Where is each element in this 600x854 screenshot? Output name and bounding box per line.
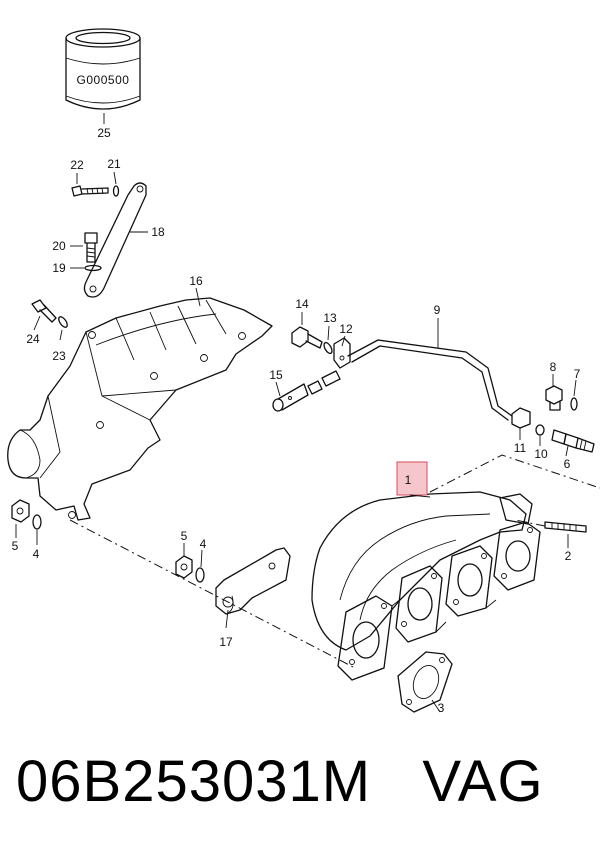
callout-14: 14 bbox=[295, 297, 309, 311]
callout-22: 22 bbox=[70, 158, 84, 172]
gasket-3 bbox=[397, 651, 453, 713]
callout-6: 6 bbox=[564, 457, 571, 471]
callout-10: 10 bbox=[534, 447, 548, 461]
heat-shield-16 bbox=[7, 297, 273, 521]
washer-23 bbox=[58, 316, 68, 328]
bracket-18 bbox=[83, 182, 147, 298]
callout-5-mid: 5 bbox=[181, 529, 188, 543]
washer-21 bbox=[112, 185, 120, 197]
fitting-14 bbox=[291, 326, 323, 349]
callout-15: 15 bbox=[269, 368, 283, 382]
nut-5-mid bbox=[175, 555, 193, 579]
washer-7 bbox=[570, 397, 578, 411]
callout-17: 17 bbox=[219, 635, 233, 649]
bracket-17 bbox=[215, 547, 291, 615]
callout-8: 8 bbox=[550, 360, 557, 374]
callout-1: 1 bbox=[405, 473, 412, 487]
bolt-22 bbox=[71, 185, 109, 197]
flange-12 bbox=[333, 337, 351, 369]
ring-10 bbox=[535, 424, 545, 436]
callout-19: 19 bbox=[52, 261, 66, 275]
brand-label: VAG bbox=[422, 749, 544, 814]
filter-canister: G000500 bbox=[65, 28, 141, 110]
callout-4-left: 4 bbox=[33, 547, 40, 561]
sensor-6 bbox=[551, 429, 595, 453]
bolt-24 bbox=[31, 299, 57, 323]
filter-code-label: G000500 bbox=[77, 73, 130, 87]
washer-4-left bbox=[32, 514, 42, 530]
callout-11: 11 bbox=[514, 441, 527, 455]
callout-13: 13 bbox=[323, 311, 337, 325]
assembly-lines bbox=[69, 454, 600, 669]
callout-23: 23 bbox=[52, 349, 66, 363]
exhaust-manifold-1 bbox=[311, 491, 541, 681]
callout-18: 18 bbox=[151, 225, 165, 239]
callout-3: 3 bbox=[438, 701, 445, 715]
stud-2 bbox=[544, 521, 587, 533]
callout-9: 9 bbox=[434, 303, 441, 317]
callout-5-left: 5 bbox=[12, 539, 19, 553]
callout-1-highlight bbox=[396, 461, 428, 496]
callout-2: 2 bbox=[565, 549, 572, 563]
callout-20: 20 bbox=[52, 239, 66, 253]
bolt-20 bbox=[84, 232, 98, 263]
callout-21: 21 bbox=[107, 157, 121, 171]
part-number: 06B253031M bbox=[16, 749, 372, 814]
ring-13 bbox=[323, 341, 333, 355]
pipe-9 bbox=[347, 339, 513, 421]
washer-4-mid bbox=[195, 567, 205, 583]
nut-5-left bbox=[11, 499, 30, 523]
union-nut-11 bbox=[511, 407, 531, 429]
callout-16: 16 bbox=[189, 274, 203, 288]
callout-24: 24 bbox=[26, 332, 40, 346]
plug-8 bbox=[545, 385, 563, 411]
callout-12: 12 bbox=[339, 322, 353, 336]
sensor-15 bbox=[272, 370, 341, 412]
callout-7: 7 bbox=[574, 367, 581, 381]
callout-25: 25 bbox=[97, 126, 111, 140]
callout-4-mid: 4 bbox=[200, 537, 207, 551]
part-caption: 06B253031M VAG bbox=[16, 748, 544, 815]
washer-19 bbox=[84, 264, 102, 272]
